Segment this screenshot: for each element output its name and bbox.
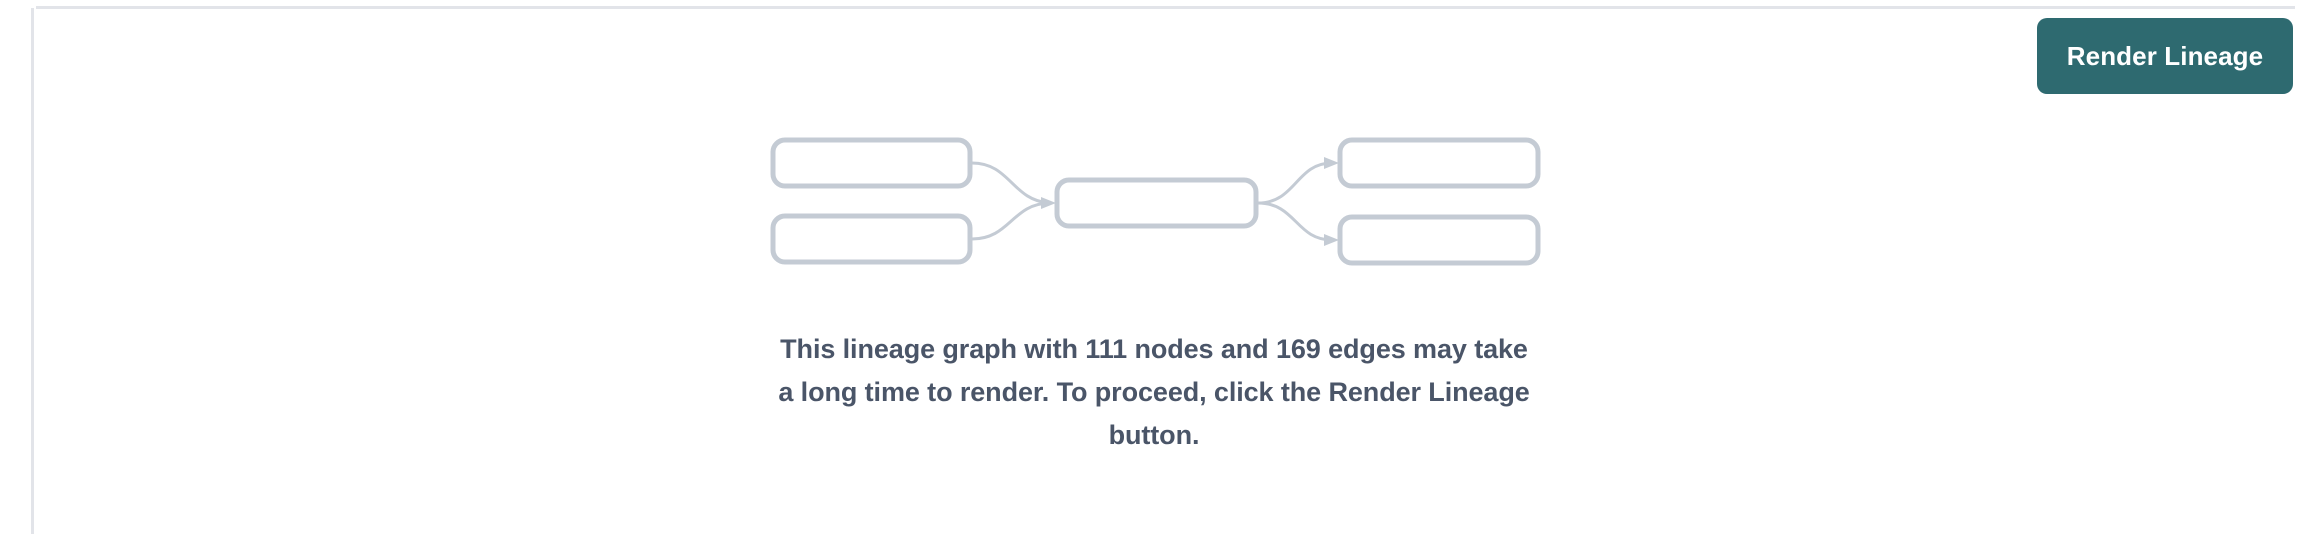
edge-upstream2-center — [971, 201, 1050, 241]
panel-top-divider — [36, 6, 2295, 9]
placeholder-node-center — [1054, 177, 1259, 229]
edge-center-downstream2 — [1257, 201, 1333, 242]
placeholder-node-downstream-2 — [1337, 214, 1541, 266]
lineage-warning-message: This lineage graph with 111 nodes and 16… — [746, 328, 1562, 457]
lineage-warning-message-line-2: a long time to render. To proceed, click… — [778, 377, 1530, 407]
edge-arrowhead-icon — [1324, 157, 1339, 169]
edge-upstream1-center — [971, 161, 1050, 205]
edge-center-downstream1 — [1257, 161, 1333, 205]
render-lineage-button[interactable]: Render Lineage — [2037, 18, 2293, 94]
placeholder-node-upstream-2 — [770, 213, 973, 265]
edge-arrowhead-icon — [1324, 234, 1339, 246]
edge-arrowhead-icon — [1041, 197, 1056, 209]
placeholder-node-upstream-1 — [770, 137, 973, 189]
panel-left-divider — [31, 8, 34, 534]
render-lineage-button-label: Render Lineage — [2066, 40, 2264, 71]
placeholder-node-downstream-1 — [1337, 137, 1541, 189]
lineage-warning-message-line-1: This lineage graph with 111 nodes and 16… — [780, 334, 1528, 364]
lineage-warning-message-line-3: button. — [1108, 420, 1200, 450]
